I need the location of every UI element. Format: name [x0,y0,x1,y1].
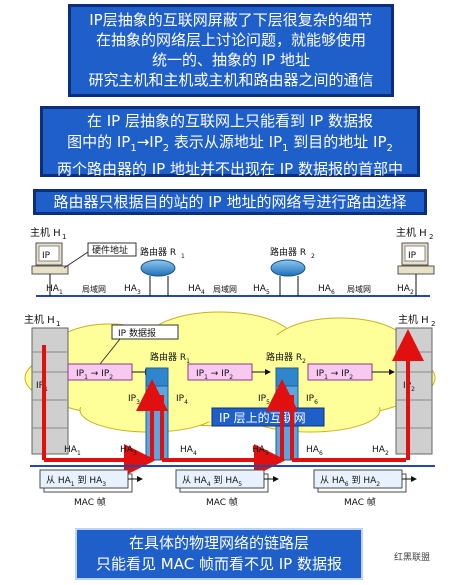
ha3-label: HA3 [124,284,141,296]
host-h1-label: 主机 H [24,313,55,326]
lan-label-1: 局域网 [82,284,106,294]
link-layer-box: 在具体的物理网络的链路层 只能看见 MAC 帧而看不见 IP 数据报 [75,528,363,580]
host-h1-label: 主机 H [30,226,61,239]
router-r1-icon [140,259,176,277]
mac-frame-3: 从 HA6 到 HA2 [313,469,407,493]
link-layer-line-2: 只能看见 MAC 帧而看不见 IP 数据报 [96,555,342,573]
intro-line-4: 研究主机和主机或主机和路由器之间的通信 [88,71,374,89]
ip-layer-line-1: 在 IP 层抽象的互联网上只能看到 IP 数据报 [86,112,373,130]
router-r1-block [145,367,169,461]
host-h2-label: 主机 H [396,226,427,239]
ha5-bottom: HA5 [252,445,269,457]
lan-label-2: 局域网 [213,284,237,294]
routing-rule-box: 路由器只根据目的站的 IP 地址的网络号进行路由选择 [33,189,427,215]
computer-base [397,265,435,275]
protocol-stack [31,327,69,455]
hardware-address-callout [87,242,137,257]
intro-box: IP层抽象的互联网屏蔽了下层很复杂的细节 在抽象的网络层上讨论问题，就能够使用 … [68,4,394,97]
host-h2-sub: 2 [429,233,433,241]
router-ip4: IP4 [176,394,188,406]
callout-pointer [63,251,89,269]
ip-packet-3: IP1 → IP2 [307,363,373,381]
svg-text:IP1 → IP2: IP1 → IP2 [196,369,233,381]
computer-base [31,265,69,275]
router-r1-label: 路由器 R1 [150,351,190,365]
host-h2-sub: 2 [431,320,435,328]
callout-pointer [99,338,121,365]
mac-frame-1: 从 HA1 到 HA3 [39,469,133,493]
host-h2-ip: IP [408,251,417,261]
watermark-text: 红黑联盟 [394,551,430,563]
ha1-bottom: HA1 [64,445,81,457]
host-h1-ip: IP [42,251,51,261]
ha6-bottom: HA6 [306,445,323,457]
host-h1-sub: 1 [56,320,60,328]
ip-layer-line-3: 两个路由器的 IP 地址并不出现在 IP 数据报的首部中 [56,160,403,178]
svg-text:从 HA1 到 HA3: 从 HA1 到 HA3 [46,474,106,488]
ha4-label: HA4 [188,284,205,296]
router-r2-label: 路由器 R2 [266,351,306,365]
svg-text:IP1 → IP2: IP1 → IP2 [316,369,353,381]
intro-line-1: IP层抽象的互联网屏蔽了下层很复杂的细节 [89,11,373,29]
hardware-address-label: 硬件地址 [92,244,128,256]
host-h1-sub: 1 [62,233,66,241]
router-r2-label: 路由器 R [270,246,306,258]
ip-datagram-callout [111,324,179,340]
router-ip6: IP6 [306,394,318,406]
host-h2-stack: 主机 H 2 IP2 [395,313,435,455]
ha6-label: HA6 [318,284,335,296]
ha4-bottom: HA4 [180,445,197,457]
screen-icon [404,245,426,262]
mac-frame-label-3: MAC 帧 [344,496,376,508]
screen-icon [38,245,60,262]
svg-text:从 HA4 到 HA5: 从 HA4 到 HA5 [182,474,242,488]
ha2-bottom: HA2 [372,445,389,457]
svg-text:从 HA6 到 HA2: 从 HA6 到 HA2 [320,474,380,488]
link-layer-line-1: 在具体的物理网络的链路层 [128,534,309,552]
ha2-label: HA2 [397,284,414,296]
mac-frame-label-1: MAC 帧 [74,496,106,508]
ip-packet-1: IP1 → IP2 [67,363,133,381]
ip-datagram-label: IP 数据报 [118,327,156,339]
ip-packet-2: IP1 → IP2 [187,363,253,381]
router-r1-sub: 1 [181,253,185,260]
lan-label-3: 局域网 [347,284,371,294]
mac-frame-label-2: MAC 帧 [206,496,238,508]
router-r2-sub: 2 [311,253,315,260]
intro-line-3: 统一的、抽象的 IP 地址 [151,51,310,69]
host-h2-top: 主机 H 2 IP [396,226,435,275]
router-r1-label: 路由器 R [140,246,176,258]
ip-layer-line-2: 图中的 IP1→IP2 表示从源地址 IP1 到目的地址 IP2 [67,133,393,154]
ha1-label: HA1 [46,284,63,296]
routing-rule-text: 路由器只根据目的站的 IP 地址的网络号进行路由选择 [53,193,407,211]
ip-layer-box: 在 IP 层抽象的互联网上只能看到 IP 数据报 图中的 IP1→IP2 表示从… [40,106,420,178]
host-h1-stack: 主机 H 1 IP1 [24,313,69,455]
router-r2-icon [270,259,306,277]
svg-text:IP1 → IP2: IP1 → IP2 [76,369,113,381]
host-h1-top: 主机 H 1 IP [30,226,69,275]
host-h1-ip: IP1 [36,381,48,393]
mac-frame-2: 从 HA4 到 HA5 [175,469,269,493]
ha3-bottom: HA3 [120,445,137,457]
ha5-label: HA5 [253,284,270,296]
intro-line-2: 在抽象的网络层上讨论问题，就能够使用 [95,31,366,49]
host-h2-label: 主机 H [398,313,429,326]
